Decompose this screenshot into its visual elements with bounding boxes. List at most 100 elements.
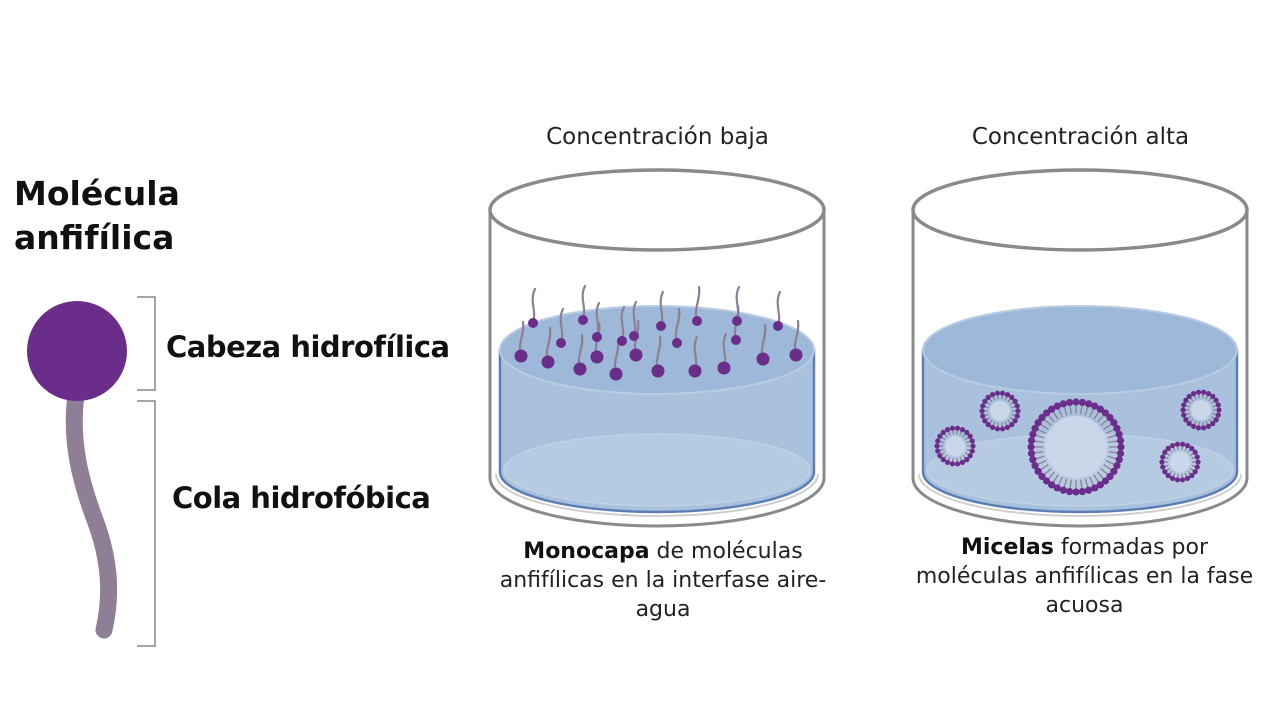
micelle-head [994, 390, 1001, 396]
micelle-head [1034, 419, 1042, 427]
micelle-head [1101, 477, 1110, 485]
monolayer-tail [531, 287, 537, 325]
micelle-head [1195, 459, 1201, 465]
micelle-head [1078, 398, 1087, 407]
micelle-head [935, 448, 941, 454]
micelle-head [934, 443, 940, 449]
micelle-head [969, 438, 975, 444]
micelle-core [1045, 416, 1107, 478]
micelle-head [1096, 481, 1104, 489]
micelle-head [1205, 391, 1212, 397]
micelle-head [1189, 473, 1195, 479]
micelle-head [1183, 397, 1189, 403]
micelle-head [937, 433, 943, 439]
monolayer-head [672, 338, 682, 348]
caption-low-text: de moléculas anfifílicas en la interfase… [499, 539, 827, 622]
micelle-head [1194, 464, 1200, 470]
micelle-head [1184, 443, 1191, 449]
micelle-head [964, 429, 970, 435]
monolayer-head [592, 332, 602, 342]
micelle-head [937, 453, 943, 459]
micelle-head [982, 398, 988, 404]
micelle-head [1004, 424, 1011, 430]
micelle-head [994, 426, 1001, 432]
micelle-head [1179, 477, 1186, 483]
micelle-head [1048, 481, 1056, 489]
micelle-head [979, 408, 985, 414]
monolayer-head [717, 361, 731, 375]
panel-low-header: Concentración baja [546, 124, 769, 150]
micelle-head [1160, 454, 1166, 460]
micelle-core [945, 436, 965, 456]
micelle-head [1192, 449, 1198, 455]
micelle-head [1162, 449, 1168, 455]
micelle-head [1078, 487, 1087, 496]
beaker-bottom-rim [911, 477, 1249, 528]
micelle-head [1015, 408, 1021, 414]
micelle-head [1038, 472, 1046, 481]
micelle-head [1216, 407, 1222, 413]
micelle [1027, 398, 1125, 496]
caption-low-bold: Monocapa [523, 539, 650, 564]
micelle-head [954, 461, 961, 467]
micelle-head [1110, 419, 1118, 427]
micelle-core [990, 401, 1010, 421]
micelle-head [1213, 417, 1219, 423]
micelle-head [1031, 424, 1039, 432]
micelle [934, 425, 976, 467]
micelle-head [1065, 398, 1074, 407]
amphiphilic-molecule [27, 296, 156, 647]
monolayer-head [692, 316, 702, 326]
micelle-head [1042, 409, 1051, 417]
micelle-head [1031, 462, 1039, 470]
micelle-head [1190, 391, 1197, 397]
micelle-head [940, 457, 946, 463]
micelle-head [1184, 475, 1191, 481]
micelle-core [1191, 400, 1211, 420]
micelle-head [1014, 403, 1020, 409]
beaker-top-rim [911, 168, 1249, 252]
micelle-head [1027, 449, 1036, 458]
monolayer-head [578, 315, 588, 325]
monolayer-tail [581, 284, 587, 322]
head-bracket [137, 296, 156, 391]
micelle-head [1091, 402, 1099, 410]
beaker-bottom-shine [918, 473, 1242, 517]
micelle [979, 390, 1021, 432]
monolayer-head [756, 352, 770, 366]
micelle-head [1012, 418, 1018, 424]
monolayer-head [590, 350, 604, 364]
micelle-head [989, 392, 996, 398]
micelle-head [954, 425, 961, 431]
micelle-head [1029, 430, 1037, 438]
micelle-head [964, 457, 970, 463]
micelle-head [1004, 392, 1011, 398]
micelle-head [999, 426, 1006, 432]
monolayer-head [514, 349, 528, 363]
molecule-tail [65, 386, 118, 639]
micelle-head [1183, 417, 1189, 423]
monolayer-head [688, 364, 702, 378]
micelle-head [1091, 484, 1099, 492]
beaker-bottom-shine [495, 473, 819, 517]
micelle-head [1085, 400, 1093, 408]
micelle-head [989, 424, 996, 430]
beaker-top-rim [488, 168, 826, 252]
micelle-head [1053, 484, 1061, 492]
micelle-head [982, 418, 988, 424]
micelle-head [1200, 425, 1207, 431]
monolayer-head [789, 348, 803, 362]
micelle-head [1192, 469, 1198, 475]
monolayer-head [731, 335, 741, 345]
micelle-head [1042, 477, 1051, 485]
micelle-core [1170, 452, 1190, 472]
micelle-head [985, 422, 991, 428]
micelle-head [1059, 486, 1067, 494]
micelle-head [1200, 389, 1207, 395]
micelle-head [1106, 472, 1114, 481]
micelle-head [1113, 424, 1121, 432]
micelle-head [1027, 443, 1035, 451]
panel-low-caption: Monocapa de moléculas anfifílicas en la … [488, 537, 838, 624]
micelle-head [1194, 454, 1200, 460]
micelle-head [1034, 467, 1042, 475]
